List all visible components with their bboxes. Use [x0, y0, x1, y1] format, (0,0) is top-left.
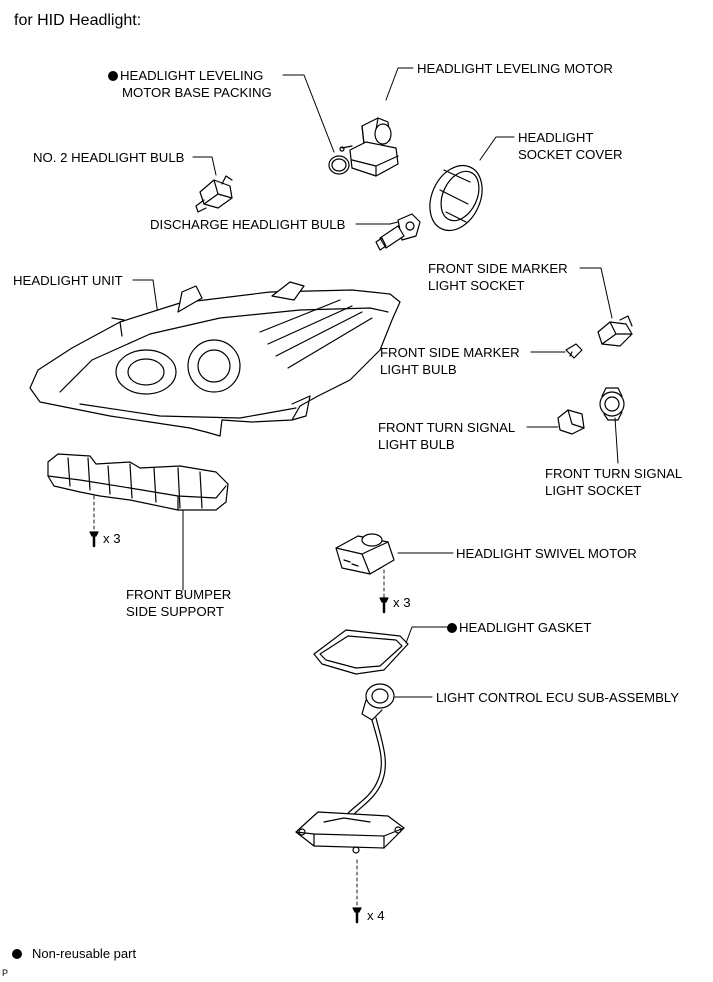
leader-lines: [132, 67, 619, 698]
leveling-packing-label-line2: MOTOR BASE PACKING: [122, 85, 272, 100]
ecu-shape: [295, 683, 405, 854]
headlight-unit-label: HEADLIGHT UNIT: [13, 273, 123, 288]
marker-socket-label: FRONT SIDE MARKER: [428, 261, 568, 276]
page-mark: P: [2, 968, 9, 978]
marker-socket-shape: [597, 315, 633, 347]
nonreusable-dot-icon: [108, 71, 118, 81]
socket-cover-shape: [429, 164, 483, 232]
socket-cover-label: HEADLIGHT: [518, 130, 594, 145]
bumper-support-label-line2: SIDE SUPPORT: [126, 604, 224, 619]
turn-bulb-shape: [557, 409, 585, 435]
leveling-motor-shape: [339, 117, 399, 177]
nonreusable-dot-icon: [447, 623, 457, 633]
discharge-bulb-shape: [375, 213, 421, 251]
page-heading: for HID Headlight:: [14, 12, 142, 29]
bumper-support-label: FRONT BUMPER: [126, 587, 232, 602]
leveling-motor-label: HEADLIGHT LEVELING MOTOR: [417, 61, 613, 76]
legend-dot-icon: [12, 949, 22, 959]
turn-bulb-label-line2: LIGHT BULB: [378, 437, 455, 452]
screw-icons: [89, 531, 389, 924]
leveling-packing-label: HEADLIGHT LEVELING: [108, 67, 263, 84]
gasket-label: HEADLIGHT GASKET: [447, 619, 591, 636]
no2-bulb-label: NO. 2 HEADLIGHT BULB: [33, 150, 185, 165]
screw-axes: [93, 489, 385, 909]
ecu-label: LIGHT CONTROL ECU SUB-ASSEMBLY: [436, 690, 680, 705]
marker-bulb-label: FRONT SIDE MARKER: [380, 345, 520, 360]
packing-ring-shape: [328, 155, 350, 175]
turn-bulb-label: FRONT TURN SIGNAL: [378, 420, 516, 435]
marker-bulb-label-line2: LIGHT BULB: [380, 362, 457, 377]
ecu-screw-qty: x 4: [367, 908, 385, 923]
gasket-shape: [313, 629, 409, 675]
bumper-support-shape: [47, 453, 229, 511]
turn-socket-shape: [599, 387, 625, 421]
no2-bulb-shape: [195, 175, 233, 213]
socket-cover-label-line2: SOCKET COVER: [518, 147, 623, 162]
swivel-screw-qty: x 3: [393, 595, 411, 610]
marker-bulb-shape: [565, 343, 583, 359]
turn-socket-label-line2: LIGHT SOCKET: [545, 483, 642, 498]
marker-socket-label-line2: LIGHT SOCKET: [428, 278, 525, 293]
turn-socket-label: FRONT TURN SIGNAL: [545, 466, 683, 481]
discharge-bulb-label: DISCHARGE HEADLIGHT BULB: [150, 217, 346, 232]
support-screw-qty: x 3: [103, 531, 121, 546]
headlight-unit-shape: [29, 281, 401, 437]
swivel-motor-label: HEADLIGHT SWIVEL MOTOR: [456, 546, 637, 561]
swivel-motor-shape: [335, 533, 395, 575]
legend: Non-reusable part: [12, 946, 136, 961]
